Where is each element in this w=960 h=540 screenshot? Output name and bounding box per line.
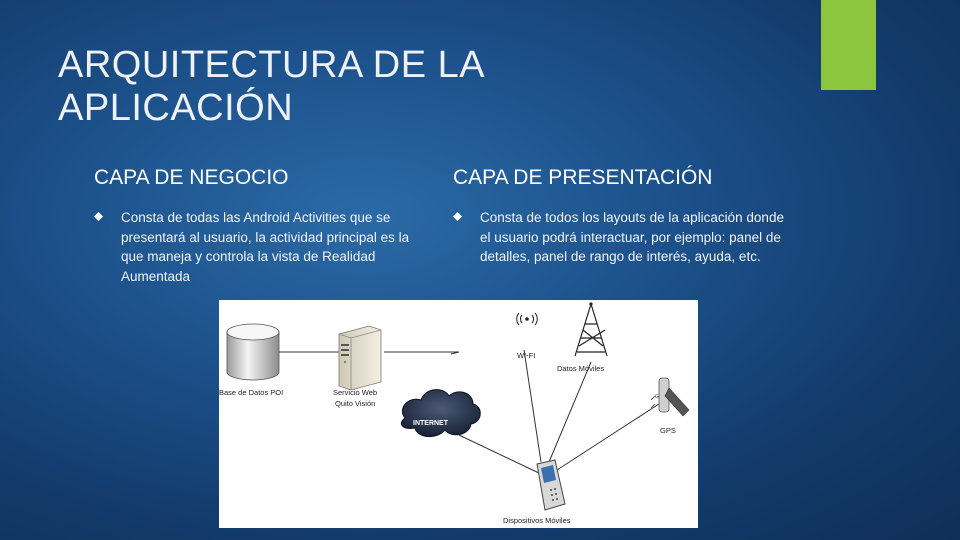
slide-title: ARQUITECTURA DE LA APLICACIÓN xyxy=(58,44,485,130)
presentation-layer-text: Consta de todos los layouts de la aplica… xyxy=(480,210,784,264)
server-label-line-1: Servicio Web xyxy=(333,388,377,397)
svg-text:G: G xyxy=(655,394,659,400)
title-line-2: APLICACIÓN xyxy=(58,87,294,129)
presentation-layer-bullet: Consta de todos los layouts de la aplica… xyxy=(453,208,798,267)
diamond-bullet-icon xyxy=(453,212,462,221)
cell-tower-icon xyxy=(574,302,608,357)
diamond-bullet-icon xyxy=(94,212,103,221)
business-layer-text: Consta de todas las Android Activities q… xyxy=(121,210,410,284)
architecture-diagram: Base de Datos POI Servicio Web Quito Vis… xyxy=(219,300,698,528)
server-icon xyxy=(338,325,382,391)
wifi-icon xyxy=(516,312,538,326)
satellite-icon: G xyxy=(650,377,690,417)
device-label: Dispositivos Móviles xyxy=(503,516,571,525)
internet-label: INTERNET xyxy=(413,420,449,427)
title-line-1: ARQUITECTURA DE LA xyxy=(58,44,486,86)
internet-cloud-icon xyxy=(400,389,481,437)
accent-bar xyxy=(821,0,876,90)
server-label-line-2: Quito Visión xyxy=(335,399,375,408)
connection-lines xyxy=(275,349,663,475)
presentation-layer-column: CAPA DE PRESENTACIÓN Consta de todos los… xyxy=(453,166,798,267)
business-layer-column: CAPA DE NEGOCIO Consta de todas las Andr… xyxy=(94,166,434,286)
wifi-label: WI-FI xyxy=(517,351,535,360)
gps-label: GPS xyxy=(660,426,676,435)
database-icon xyxy=(226,323,280,381)
business-layer-heading: CAPA DE NEGOCIO xyxy=(94,166,289,189)
mobile-phone-icon xyxy=(536,459,566,511)
presentation-layer-heading: CAPA DE PRESENTACIÓN xyxy=(453,166,713,189)
cell-label: Datos Móviles xyxy=(557,364,604,373)
database-label: Base de Datos POI xyxy=(219,388,283,397)
business-layer-bullet: Consta de todas las Android Activities q… xyxy=(94,208,434,286)
